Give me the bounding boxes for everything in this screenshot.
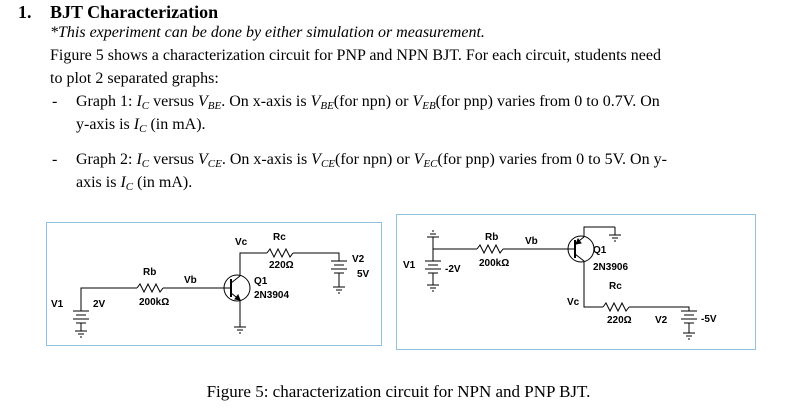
graph-1-x-var-3: V [412, 93, 423, 110]
pnp-rb-value: 200kΩ [479, 258, 509, 269]
npn-rb-label: Rb [143, 267, 156, 278]
section-number: 1. [18, 2, 32, 22]
npn-v2-label: V2 [352, 254, 365, 265]
graph-2-mid-2: (for npn) or [335, 151, 414, 168]
graph-2-line-1: Graph 2: IC versus VCE. On x-axis is VCE… [76, 149, 667, 175]
npn-transistor-collector [230, 275, 241, 284]
intro-line-2: to plot 2 separated graphs: [50, 70, 219, 87]
pnp-rb-resistor [476, 243, 504, 255]
pnp-vc-label: Vc [567, 297, 580, 308]
npn-rc-resistor [266, 247, 294, 259]
pnp-wire-emitter-ground [583, 226, 615, 237]
graph-1-line-2-post: (in mA). [146, 116, 206, 133]
graph-2-line-2-post: (in mA). [133, 174, 193, 191]
npn-vb-label: Vb [184, 275, 197, 286]
figure-caption: Figure 5: characterization circuit for N… [206, 382, 591, 401]
graph-1-x-var: V [198, 93, 208, 110]
pnp-rb-label: Rb [485, 232, 498, 243]
intro-note: *This experiment can be done by either s… [50, 24, 485, 41]
graph-2-x-var-3: V [413, 151, 424, 168]
graph-1-mid-1: . On x-axis is [221, 93, 311, 110]
graph-1-y-sub: C [141, 100, 150, 112]
graph-2-mid-1: . On x-axis is [221, 151, 312, 168]
graph-1-x-sub-3: EB [422, 100, 436, 112]
pnp-circuit-figure: V1 -2V Rb 200kΩ Vb Vc Rc 220Ω V2 -5V Q1 … [396, 214, 756, 350]
pnp-v2-value: -5V [701, 314, 717, 325]
pnp-transistor-model: 2N3906 [593, 262, 628, 273]
pnp-rc-resistor [602, 301, 630, 313]
graph-2-line-2-var: I [120, 174, 126, 191]
graph-1-line-2-sub: C [139, 123, 147, 135]
graph-2-vs: versus [149, 151, 198, 168]
npn-wire-rc-v2 [293, 252, 340, 261]
pnp-wire-v1-rb [432, 243, 477, 250]
section-heading: 1. BJT Characterization [18, 2, 218, 23]
npn-v2-value: 5V [357, 269, 370, 280]
graph-2-x-sub-2: CE [320, 158, 336, 170]
graph-1-line-2-pre: y-axis is [76, 116, 134, 133]
graph-2-line-2-pre: axis is [76, 174, 121, 191]
pnp-v2-label: V2 [655, 315, 668, 326]
graph-1-mid-2: (for npn) or [333, 93, 413, 110]
graph-1-mid-3: (for pnp) varies from 0 to 0.7V. On [435, 93, 660, 110]
pnp-rc-value: 220Ω [607, 315, 632, 326]
pnp-wire-rc-v2 [629, 306, 690, 311]
graph-2-x-sub-3: EC [423, 158, 438, 170]
pnp-transistor-collector [574, 253, 585, 262]
pnp-circuit-schematic: V1 -2V Rb 200kΩ Vb Vc Rc 220Ω V2 -5V Q1 … [403, 226, 717, 340]
graph-1-x-sub-2: BE [320, 100, 334, 112]
pnp-wire-collector-rc [583, 261, 603, 308]
graph-2-x-sub: CE [207, 158, 222, 170]
npn-transistor-model: 2N3904 [254, 290, 289, 301]
pnp-transistor-arrow [575, 237, 582, 245]
graph-1-line-2-var: I [133, 116, 140, 133]
npn-v1-value: 2V [93, 299, 106, 310]
pnp-transistor-name: Q1 [593, 245, 607, 256]
graph-1-vs: versus [149, 93, 198, 110]
npn-wire-v1-rb [80, 287, 137, 291]
pnp-v1-label: V1 [403, 260, 416, 271]
npn-transistor-arrow [234, 293, 241, 301]
intro-line-1: Figure 5 shows a characterization circui… [50, 47, 661, 64]
graph-1-lead: Graph 1: [76, 93, 137, 110]
npn-rb-resistor [136, 282, 164, 294]
npn-wire-collector-rc [239, 252, 267, 276]
npn-transistor-name: Q1 [254, 276, 268, 287]
graph-2-lead: Graph 2: [76, 151, 137, 168]
graph-1-x-var-2: V [310, 93, 321, 110]
graph-1-y-var: I [136, 93, 142, 110]
npn-vc-label: Vc [235, 237, 248, 248]
npn-circuit-figure: V1 2V Rb 200kΩ Vb Vc Rc 220Ω V2 5V Q1 2N… [46, 222, 382, 346]
pnp-rc-label: Rc [609, 281, 622, 292]
npn-rc-value: 220Ω [269, 260, 294, 271]
graph-1-x-sub: BE [207, 100, 222, 112]
graph-2-y-sub: C [141, 158, 150, 170]
npn-circuit-schematic: V1 2V Rb 200kΩ Vb Vc Rc 220Ω V2 5V Q1 2N… [51, 232, 370, 338]
graph-2-x-var: V [198, 151, 208, 168]
graph-2-bullet: - [52, 151, 58, 168]
graph-2-line-2: axis is IC (in mA). [76, 172, 192, 198]
npn-rc-label: Rc [273, 232, 286, 243]
pnp-vb-label: Vb [525, 236, 538, 247]
pnp-v1-value: -2V [445, 264, 461, 275]
npn-transistor-body [223, 274, 251, 302]
npn-v1-label: V1 [51, 299, 64, 310]
graph-2-line-2-sub: C [125, 181, 134, 193]
graph-1-line-1: Graph 1: IC versus VBE. On x-axis is VBE… [76, 91, 660, 117]
graph-2-y-var: I [136, 151, 142, 168]
npn-rb-value: 200kΩ [139, 297, 169, 308]
section-title: BJT Characterization [50, 2, 219, 22]
graph-2-x-var-2: V [311, 151, 321, 168]
graph-2-mid-3: (for pnp) varies from 0 to 5V. On y- [437, 151, 667, 168]
graph-1-bullet: - [52, 93, 58, 110]
graph-1-line-2: y-axis is IC (in mA). [76, 114, 206, 140]
